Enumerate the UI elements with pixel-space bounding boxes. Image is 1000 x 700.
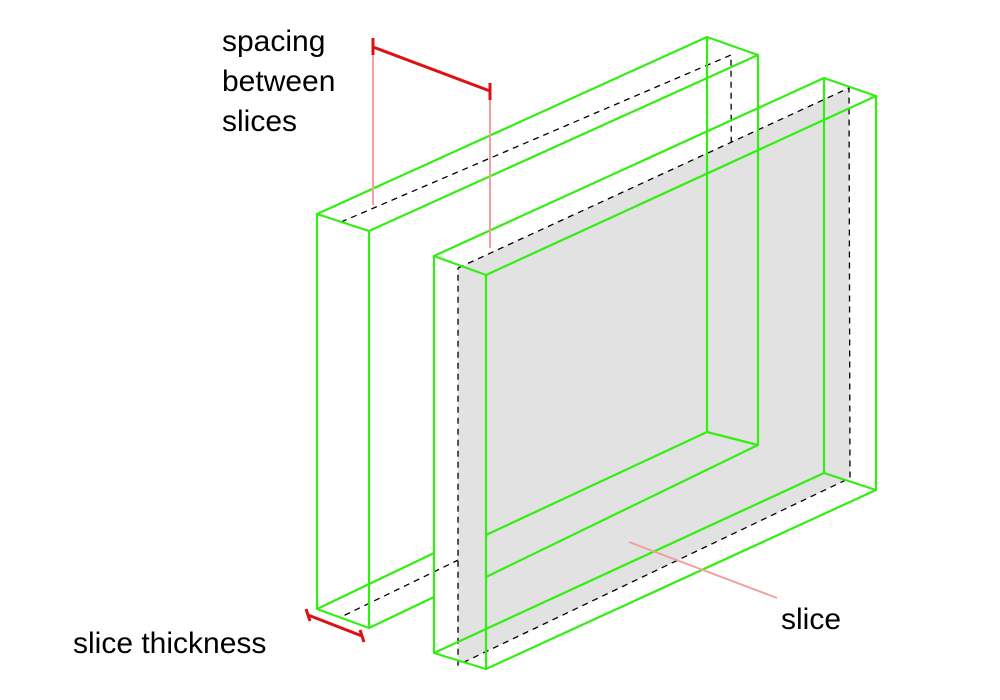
slice-plane bbox=[458, 88, 850, 665]
thickness-dimension bbox=[304, 608, 366, 643]
slice-leader-line bbox=[628, 541, 778, 599]
slice-thickness-label: slice thickness bbox=[73, 627, 267, 660]
slice-label: slice bbox=[781, 603, 842, 636]
spacing-label-line-3: slices bbox=[222, 105, 298, 138]
front-slab-hidden-edges bbox=[457, 86, 851, 667]
spacing-label-line-1: spacing bbox=[222, 25, 326, 58]
spacing-dimension bbox=[371, 38, 492, 248]
back-slab-edges bbox=[315, 35, 760, 630]
spacing-label-line-2: between bbox=[222, 65, 336, 98]
front-slab-edges bbox=[432, 76, 878, 671]
spacing-between-slices-label: spacing between slices bbox=[222, 22, 335, 142]
